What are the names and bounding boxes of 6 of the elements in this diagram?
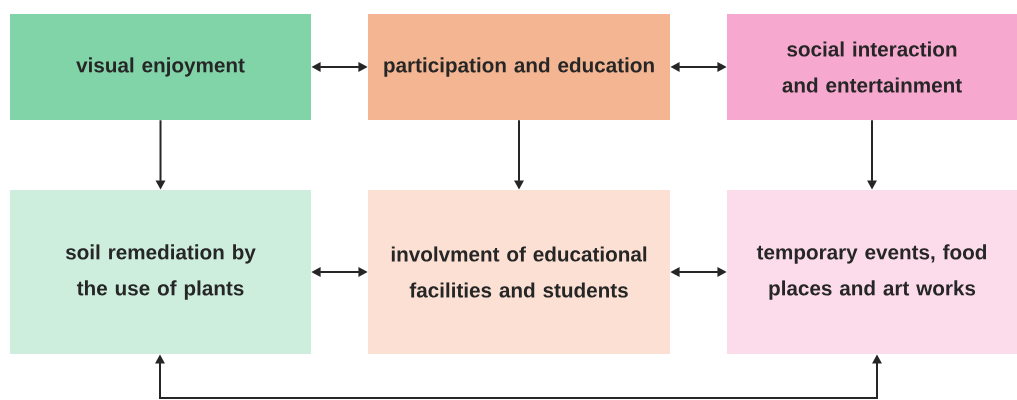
process-box: temporary events, food places and art works bbox=[727, 190, 1017, 354]
process-box: involvment of educational facilities and students bbox=[368, 190, 670, 354]
process-box: visual enjoyment bbox=[10, 14, 311, 120]
process-box: participation and education bbox=[368, 14, 670, 120]
process-box: social interaction and entertainment bbox=[727, 14, 1017, 120]
process-box: soil remediation by the use of plants bbox=[10, 190, 311, 354]
